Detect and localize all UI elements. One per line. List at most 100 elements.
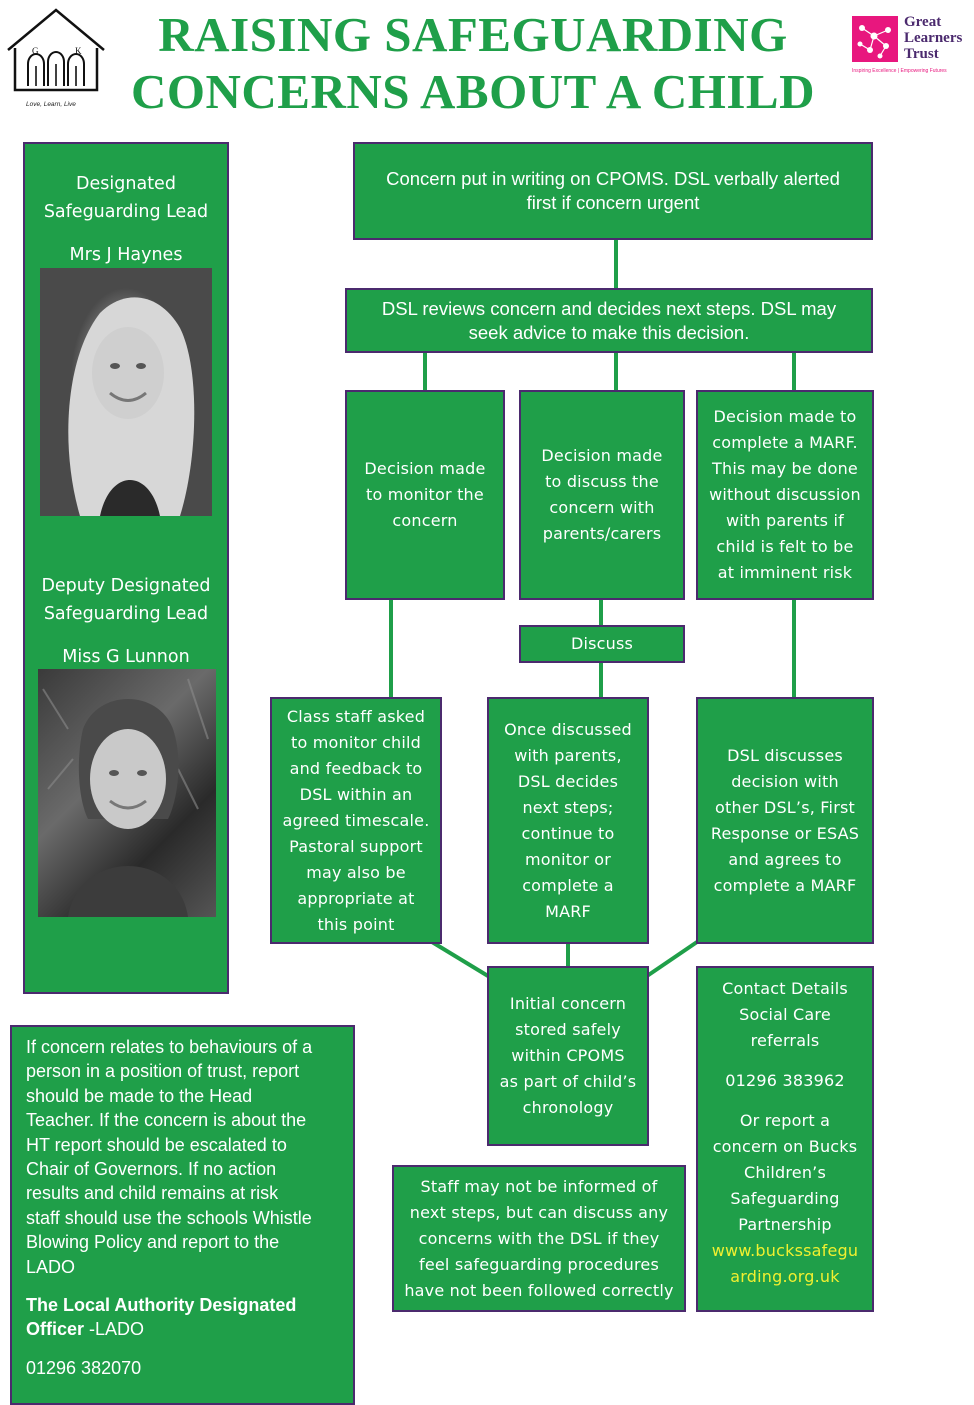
logo-letter-g: G: [32, 46, 39, 56]
box-line: MARF: [545, 901, 591, 921]
dsl-discusses-box: DSL discusses decision with other DSL’s,…: [696, 697, 874, 944]
box-line: Staff may not be informed of: [420, 1176, 658, 1196]
box-line: continue to: [521, 823, 615, 843]
lado-box: If concern relates to behaviours of a pe…: [10, 1025, 355, 1405]
box-line: have not been followed correctly: [404, 1280, 674, 1300]
connector: [792, 600, 796, 697]
box-line: concern with: [549, 498, 655, 517]
box-line: as part of child’s: [499, 1072, 637, 1091]
box-line: Decision made: [541, 446, 663, 465]
discuss-box: Discuss: [519, 625, 685, 663]
box-line: may also be: [306, 862, 406, 882]
portrait-icon: [42, 678, 209, 917]
box-line: complete a MARF.: [712, 433, 858, 452]
box-line: to monitor the: [366, 485, 484, 504]
link-line: www.buckssafegu: [711, 1241, 859, 1260]
lado-text-line: Blowing Policy and report to the: [26, 1232, 280, 1253]
deputy-name: Miss G Lunnon: [62, 647, 190, 667]
trust-logo-mark: [852, 16, 898, 62]
concern-written-box: Concern put in writing on CPOMS. DSL ver…: [353, 142, 873, 240]
box-line: to discuss the: [545, 472, 659, 491]
lado-phone: 01296 382070: [26, 1357, 142, 1378]
box-line: without discussion: [709, 485, 861, 504]
dsl-role-line-1: Designated: [76, 174, 176, 194]
network-icon: [857, 25, 891, 59]
box-line: at imminent risk: [717, 563, 853, 582]
deputy-role-line-2: Safeguarding Lead: [43, 604, 209, 624]
box-line: with parents if: [726, 511, 844, 530]
lado-heading-line-2: Officer -LADO: [26, 1317, 296, 1341]
box-line: Initial concern: [509, 994, 627, 1013]
school-logo: G K Love, Learn, Live: [4, 4, 114, 112]
box-line: next steps, but can discuss any: [409, 1202, 669, 1222]
lado-text-line: If concern relates to behaviours of a: [26, 1037, 313, 1057]
box-line: agreed timescale.: [282, 810, 430, 830]
decision-discuss-box: Decision made to discuss the concern wit…: [519, 390, 685, 600]
dsl-sidebar: Designated Safeguarding Lead Mrs J Hayne…: [23, 142, 229, 994]
contact-heading-line: Social Care: [739, 1005, 831, 1024]
trust-name-line-3: Trust: [904, 46, 939, 62]
connector: [614, 240, 618, 288]
box-line: parents/carers: [542, 524, 662, 543]
box-line: Once discussed: [504, 719, 632, 739]
lado-text-line: LADO: [26, 1256, 76, 1277]
box-line: DSL discusses: [727, 745, 843, 765]
lado-text-line: HT report should be escalated to: [26, 1134, 287, 1155]
school-house-icon: G K: [7, 8, 105, 92]
connector: [599, 600, 603, 625]
connector: [566, 942, 570, 968]
box-line: decision with: [731, 771, 839, 791]
box-line: child is felt to be: [716, 537, 854, 556]
connector: [423, 353, 427, 391]
box-line: This may be done: [712, 459, 858, 478]
trust-logo: Great Learners Trust Inspiring Excellenc…: [852, 14, 974, 76]
lado-text-line: Chair of Governors. If no action: [26, 1159, 277, 1180]
decision-marf-box: Decision made to complete a MARF. This m…: [696, 390, 874, 600]
connector: [614, 353, 618, 391]
box-line: DSL decides: [517, 771, 619, 791]
initial-concern-box: Initial concern stored safely within CPO…: [487, 966, 649, 1146]
contact-heading-line: Contact Details: [722, 979, 848, 998]
contact-heading-line: referrals: [750, 1031, 820, 1050]
box-line: stored safely: [515, 1020, 621, 1039]
title-line-2: CONCERNS ABOUT A CHILD: [130, 64, 815, 119]
box-line: with parents,: [514, 745, 622, 765]
box-line: concern: [392, 511, 458, 530]
lado-text: If concern relates to behaviours of a pe…: [26, 1035, 312, 1279]
box-line: monitor or: [524, 849, 612, 869]
staff-informed-box: Staff may not be informed of next steps,…: [392, 1165, 686, 1312]
box-line: Pastoral support: [289, 836, 423, 856]
deputy-photo: [38, 669, 216, 917]
box-line: to monitor child: [290, 732, 422, 752]
lado-heading-line: The Local Authority Designated: [26, 1295, 297, 1316]
box-line: first if concern urgent: [526, 192, 700, 213]
box-line: this point: [317, 914, 395, 934]
box-line: seek advice to make this decision.: [468, 321, 750, 343]
box-line: appropriate at: [297, 888, 415, 908]
lado-text-line: should be made to the Head: [26, 1085, 253, 1106]
lado-text-line: results and child remains at risk: [26, 1183, 279, 1204]
lado-text-line: Teacher. If the concern is about the: [26, 1110, 307, 1131]
contact-details-box: Contact Details Social Care referrals 01…: [696, 966, 874, 1312]
contact-report-line: Children’s: [744, 1163, 826, 1182]
box-line: Decision made: [364, 459, 486, 478]
once-discussed-box: Once discussed with parents, DSL decides…: [487, 697, 649, 944]
box-line: Discuss: [570, 634, 634, 653]
trust-name-line-2: Learners: [904, 30, 963, 46]
contact-report-line: concern on Bucks: [712, 1137, 858, 1156]
link-line: arding.org.uk: [730, 1267, 840, 1286]
school-motto: Love, Learn, Live: [26, 101, 76, 108]
box-line: and feedback to: [289, 758, 423, 778]
title-line-1: RAISING SAFEGUARDING: [158, 7, 788, 62]
trust-tagline: Inspiring Excellence | Empowering Future…: [852, 68, 947, 74]
logo-letter-k: K: [75, 46, 82, 56]
class-staff-box: Class staff asked to monitor child and f…: [270, 697, 442, 944]
deputy-role-line-1: Deputy Designated: [41, 576, 211, 596]
lado-text-line: person in a position of trust, report: [26, 1061, 300, 1082]
box-line: DSL reviews concern and decides next ste…: [381, 297, 837, 319]
connector: [599, 662, 603, 697]
bucks-safeguarding-link[interactable]: www.buckssafegu arding.org.uk: [712, 1238, 858, 1290]
box-line: concerns with the DSL if they: [418, 1228, 660, 1248]
box-line: within CPOMS: [511, 1046, 625, 1065]
box-line: DSL within an: [299, 784, 413, 804]
